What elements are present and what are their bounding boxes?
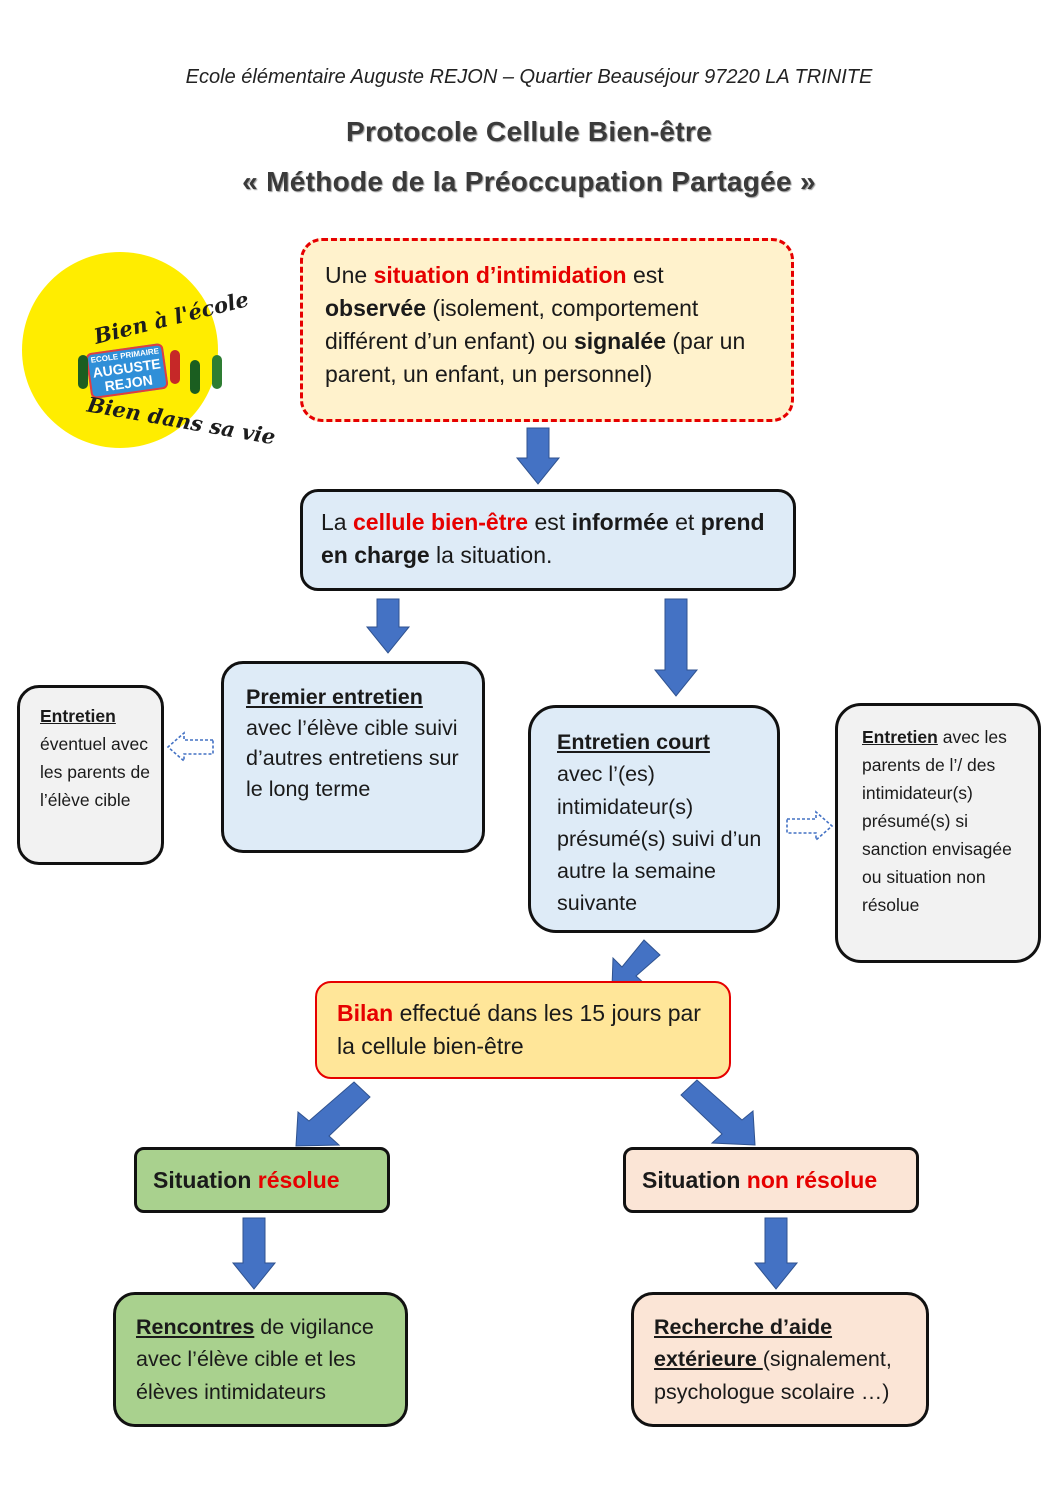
observation-text-3: est [626,262,664,288]
dashed-arrow-left [166,731,214,763]
bilan-body: effectué dans les 15 jours par la cellul… [337,1000,701,1059]
node-situation-resolue: Situation résolue [134,1147,390,1213]
arrow-diag-resolue [295,1081,371,1147]
cellule-text-3: est [528,509,572,535]
logo-kid-figure [190,360,200,394]
premier-entretien-body: avec l’élève cible suivi d’autres entret… [246,715,459,802]
node-entretien-parents-cible: Entretien éventuel avec les parents de l’… [17,685,164,865]
entretien-parents-cible-body: éventuel avec les parents de l’élève cib… [40,734,150,810]
arrow-diag-non-resolue [680,1079,756,1146]
arrow-down-premier [365,598,411,654]
entretien-parents-cible-title: Entretien [40,706,116,726]
recherche-title-2: extérieure [654,1347,763,1372]
observation-text-1: Une [325,262,374,288]
non-resolue-highlight: non résolue [746,1167,878,1193]
recherche-title-1: Recherche d’aide [654,1315,833,1339]
node-bilan: Bilan effectué dans les 15 jours par la … [315,981,731,1079]
recherche-body: (signalement, psychologue scolaire …) [654,1347,892,1404]
node-recherche-aide: Recherche d’aide extérieure (signalement,… [631,1292,929,1427]
title-line-2: « Méthode de la Préoccupation Partagée » [242,166,816,197]
bilan-title: Bilan [337,1000,394,1026]
entretien-court-title: Entretien court [557,730,710,754]
observation-highlight-observee: observée [325,294,427,321]
logo-kid-figure [170,350,180,384]
node-rencontres: Rencontres de vigilance avec l’élève cib… [113,1292,408,1427]
arrow-down-recherche [753,1217,799,1290]
cellule-prend-en-charge: prend en charge [321,509,765,568]
premier-entretien-title: Premier entretien [246,685,423,709]
non-resolue-text: Situation [642,1167,747,1193]
observation-text: Une situation d’intimidation est observé… [325,259,769,391]
dashed-arrow-right [786,810,834,842]
title-line-1: Protocole Cellule Bien-être [346,116,712,147]
logo-kid-figure [78,355,88,389]
node-cellule: La cellule bien-être est informée et pre… [300,489,796,591]
entretien-parents-intimidateurs-title: Entretien [862,727,938,747]
node-situation-non-resolue: Situation non résolue [623,1147,919,1213]
cellule-text-1: La [321,509,353,535]
node-entretien-parents-intimidateurs: Entretien avec les parents de l’/ des in… [835,703,1041,963]
rencontres-body: de vigilance avec l’élève cible et les é… [136,1315,374,1404]
arrow-down-court [653,598,699,697]
entretien-court-body: avec l’(es) intimidateur(s) présumé(s) s… [557,762,762,916]
entretien-parents-intimidateurs-body: avec les parents de l’/ des intimidateur… [862,727,1012,915]
observation-highlight-situation: situation d’intimidation [373,262,627,288]
resolue-text: Situation [153,1167,258,1193]
school-header: Ecole élémentaire Auguste REJON – Quarti… [185,66,873,88]
cellule-highlight: cellule bien-être [352,509,529,535]
cellule-text: La cellule bien-être est informée et pre… [321,506,775,572]
rencontres-title: Rencontres [136,1315,255,1339]
observation-text-5: (isolement, comportement différent d’un … [325,294,699,354]
cellule-text-7: la situation. [429,541,553,568]
observation-text-7: (par un parent, un enfant, un personnel) [325,327,746,387]
node-premier-entretien: Premier entretien avec l’élève cible suiv… [221,661,485,853]
cellule-informee: informée [571,509,669,535]
logo-kid-figure [212,355,222,389]
cellule-text-5: et [668,509,701,535]
observation-highlight-signalee: signalée [573,327,666,354]
node-observation: Une situation d’intimidation est observé… [300,238,794,422]
arrow-down-rencontres [231,1217,277,1290]
node-entretien-court: Entretien court avec l’(es) intimidateur(… [528,705,780,933]
resolue-highlight: résolue [257,1167,340,1193]
arrow-down-1 [515,427,561,485]
